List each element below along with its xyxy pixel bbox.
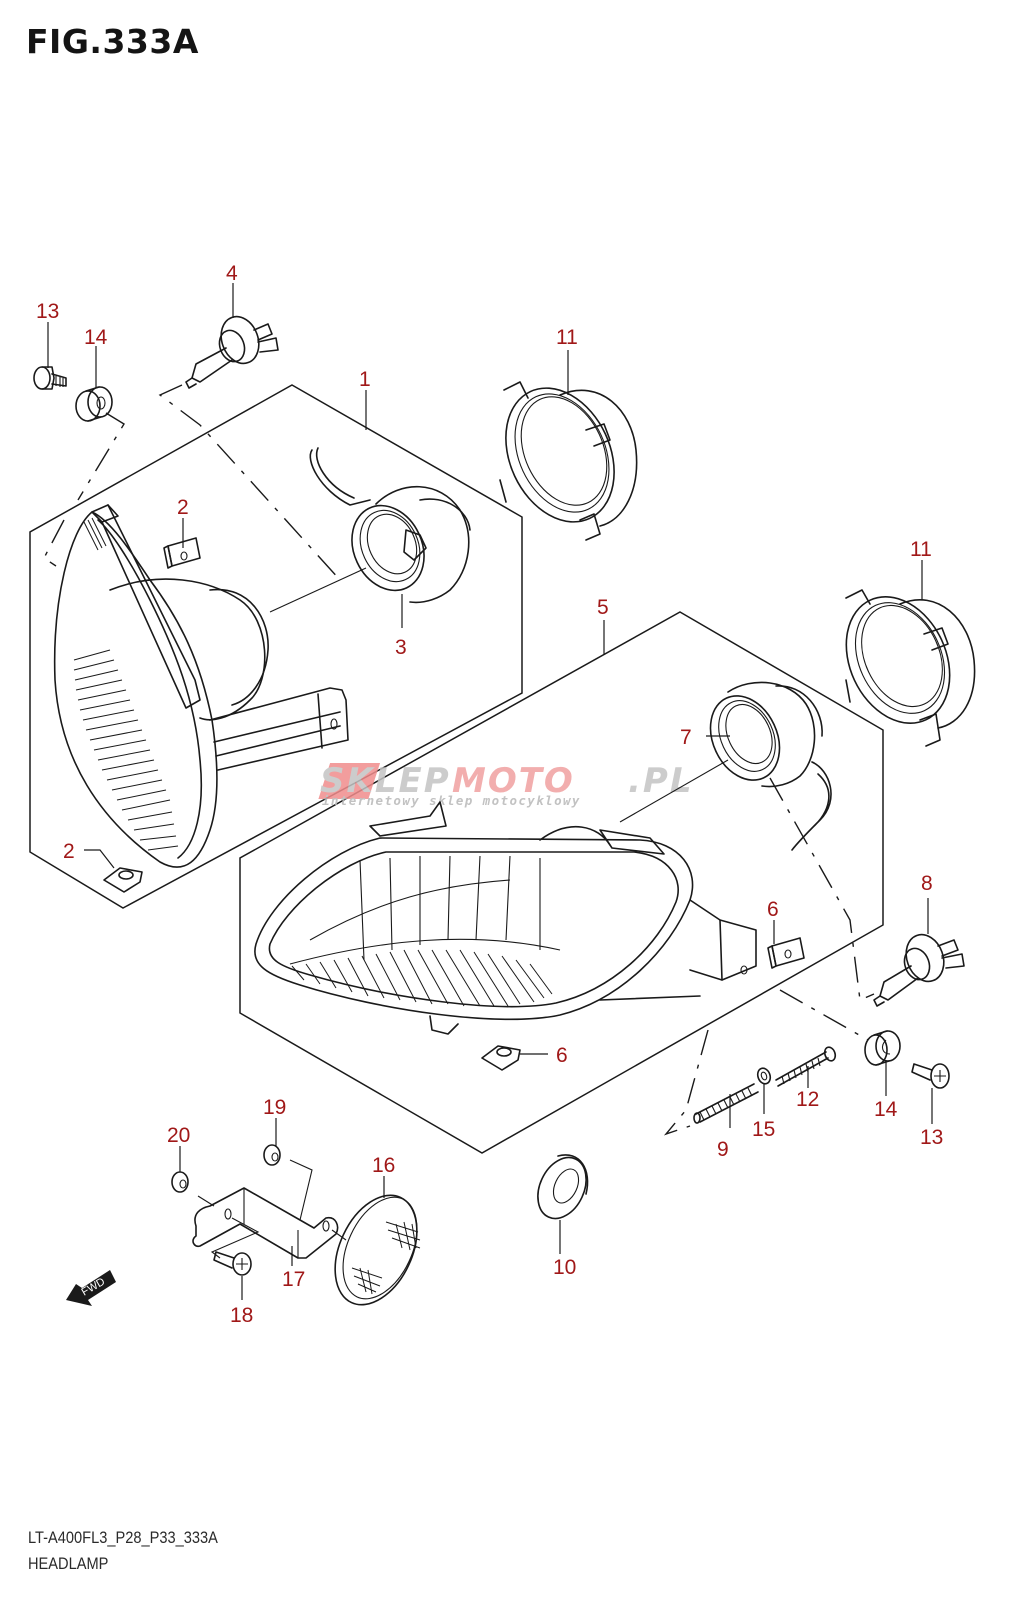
callout-7: 7 (680, 726, 692, 749)
callout-14-left: 14 (84, 326, 108, 349)
figure-code: LT-A400FL3_P28_P33_333A (28, 1528, 218, 1547)
forward-direction-marker: FWD (66, 1270, 116, 1306)
part-19-bolt (213, 1251, 252, 1276)
callout-20: 20 (167, 1124, 190, 1147)
callout-13-right: 13 (920, 1126, 943, 1149)
callout-2-upper: 2 (177, 496, 189, 519)
callout-5: 5 (597, 596, 609, 619)
part-13-screw-right (911, 1063, 950, 1089)
part-15-washer (756, 1067, 772, 1085)
figure-title: FIG.333A (26, 22, 199, 61)
callout-12: 12 (796, 1088, 819, 1111)
figure-footer: LT-A400FL3_P28_P33_333A HEADLAMP (28, 1525, 218, 1577)
part-20-nut (171, 1171, 215, 1207)
reflector-crosshatch (351, 1221, 421, 1295)
callout-14-right: 14 (874, 1098, 898, 1121)
watermark-part2: MOTO (452, 761, 575, 801)
callout-11-lower: 11 (910, 538, 932, 561)
part-11-ring-upper (499, 381, 638, 541)
part-6-clip-lower (481, 1045, 521, 1071)
watermark-suffix: .PL (628, 761, 694, 801)
part-5-headlamp-right (254, 681, 832, 1035)
part-18-nut (263, 1144, 313, 1221)
callouts: 4 13 14 1 2 3 11 11 5 7 2 8 6 6 12 14 15… (36, 262, 943, 1327)
watermark-tagline: internetowy sklep motocyklowy (322, 793, 581, 808)
part-13-screw-left (33, 366, 67, 390)
part-2-clip-upper (163, 537, 201, 569)
callout-19: 18 (230, 1304, 253, 1327)
part-1-headlamp-left (53, 447, 471, 868)
watermark-part1: SKLEP (320, 761, 451, 801)
part-4-bulb (185, 315, 279, 389)
figure-name: HEADLAMP (28, 1554, 109, 1573)
part-11-ring-lower (845, 589, 976, 747)
watermark: SKLEP MOTO 46 .PL internetowy sklep moto… (318, 761, 694, 808)
part-16-reflector (334, 1194, 421, 1306)
part-14-grommet-left (75, 386, 113, 422)
callout-16: 16 (372, 1154, 395, 1177)
callout-17: 17 (282, 1268, 305, 1291)
part-6-clip-upper (767, 937, 805, 969)
reflector-hatch (73, 517, 179, 851)
callout-9: 10 (553, 1256, 576, 1279)
part-9-seal-ring (537, 1154, 589, 1220)
dashed-guide-4 (158, 384, 341, 581)
callout-11-upper: 11 (556, 326, 578, 349)
part-17-bracket (192, 1187, 347, 1259)
forward-arrow-icon (66, 1270, 116, 1306)
dashed-guide-8 (769, 777, 875, 1002)
callout-8: 8 (921, 872, 933, 895)
dashed-guide-14-right (779, 989, 869, 1041)
callout-6-upper: 6 (767, 898, 779, 921)
part-14-grommet-right (864, 1030, 901, 1066)
group-box-1 (29, 384, 523, 909)
callout-1: 1 (359, 368, 371, 391)
reflector-hatch-right (291, 949, 553, 1007)
callout-13-left: 13 (36, 300, 59, 323)
group-box-5 (239, 611, 884, 1154)
part-10-spring (693, 1083, 759, 1124)
dashed-guide-14-left (77, 412, 125, 501)
callout-6-lower: 6 (556, 1044, 568, 1067)
part-8-bulb (873, 933, 965, 1007)
dashed-guide-left-bottom (43, 519, 65, 567)
callout-4: 4 (226, 262, 238, 285)
callout-10: 9 (717, 1138, 729, 1161)
leader-lines (47, 283, 933, 1300)
part-2-clip-lower (103, 867, 143, 893)
watermark-badge: 46 (577, 761, 629, 801)
callout-3: 3 (395, 636, 407, 659)
watermark-badge-bg (318, 763, 381, 799)
callout-2-lower: 2 (63, 840, 75, 863)
part-12-screw (775, 1046, 837, 1087)
callout-18: 19 (263, 1096, 286, 1119)
callout-15: 15 (752, 1118, 775, 1141)
